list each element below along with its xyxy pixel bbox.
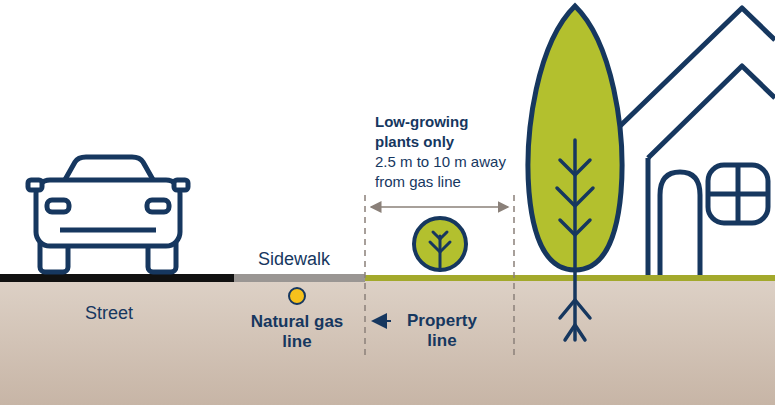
car [28,157,188,272]
lawn-surface [365,275,775,281]
gas-pipe [289,288,305,304]
area-label: Sidewalk [258,249,368,269]
shrub [414,218,466,270]
area-label: Street [85,303,185,323]
pointer-arrow [373,320,391,322]
tree [528,6,622,340]
pipe-label: Natural gas line [242,312,352,352]
ground [0,279,775,405]
boundary-label: Property line [397,311,487,351]
house [618,8,775,275]
street-surface [0,274,234,282]
sidewalk-surface [234,274,365,282]
zone-dimension-arrow [371,206,508,208]
zone-distance-note: 2.5 m to 10 m away from gas line [375,152,517,192]
property-boundary [364,195,366,360]
zone-note-heading: Low-growing plants only [375,112,487,152]
zone-boundary [513,195,515,360]
